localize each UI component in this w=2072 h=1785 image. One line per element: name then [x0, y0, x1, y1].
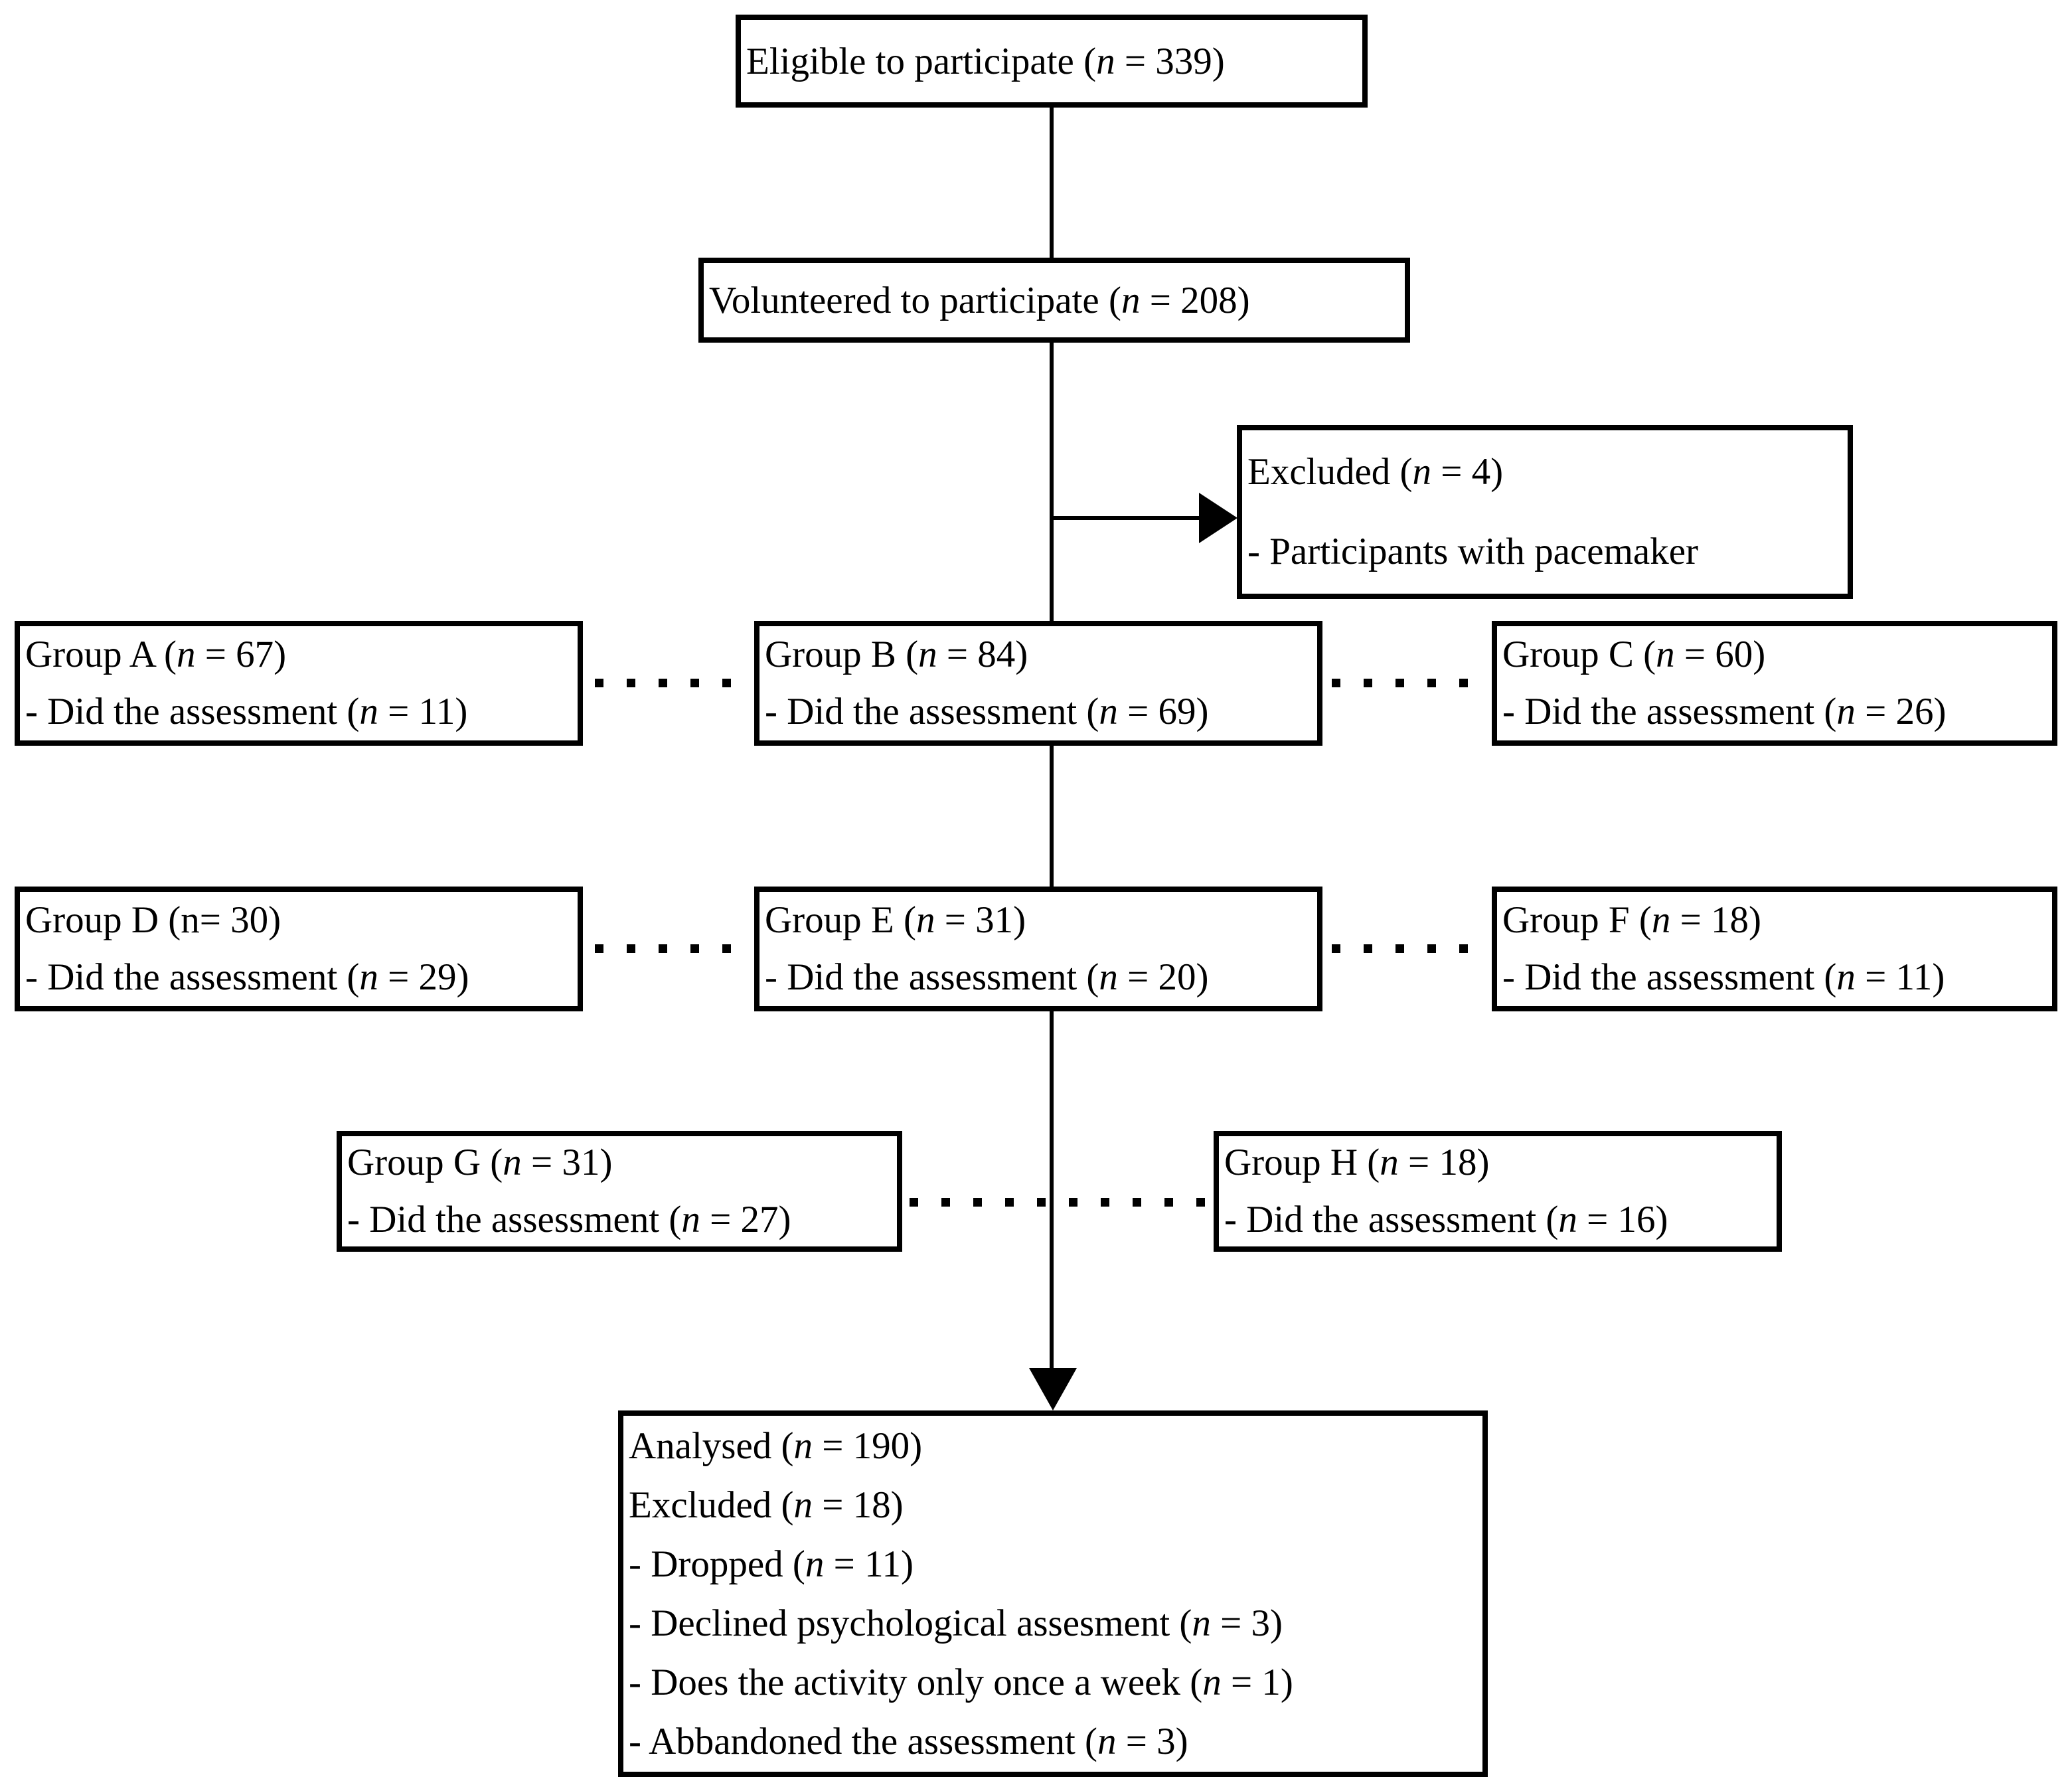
dotted-connector-g-h — [910, 1198, 1208, 1207]
text-line: - Did the assessment (n = 69) — [765, 691, 1209, 732]
text-line: - Does the activity only once a week (n … — [629, 1661, 1293, 1703]
text-line: - Did the assessment (n = 16) — [1224, 1199, 1668, 1240]
box-group-f: Group F (n = 18) - Did the assessment (n… — [1492, 887, 2057, 1011]
text-line: Excluded (n = 18) — [629, 1484, 904, 1526]
text-line: - Dropped (n = 11) — [629, 1543, 914, 1585]
text-line: Group F (n = 18) — [1502, 899, 1761, 941]
box-group-d: Group D (n= 30) - Did the assessment (n … — [15, 887, 583, 1011]
text-line: Analysed (n = 190) — [629, 1425, 923, 1467]
text-line: Group B (n = 84) — [765, 634, 1028, 675]
text-line: - Abbandoned the assessment (n = 3) — [629, 1721, 1188, 1762]
dotted-connector-d-e — [595, 944, 749, 953]
connector-eligible-volunteered — [1050, 106, 1054, 259]
text-line: Group H (n = 18) — [1224, 1142, 1490, 1183]
text-line: - Did the assessment (n = 11) — [25, 691, 468, 732]
text-line: Volunteered to participate (n = 208) — [709, 279, 1250, 321]
text-line: - Did the assessment (n = 20) — [765, 956, 1209, 998]
text-line: - Did the assessment (n = 29) — [25, 956, 469, 998]
connector-groupe-analysed — [1050, 1010, 1054, 1372]
dotted-connector-a-b — [595, 679, 749, 687]
box-group-c: Group C (n = 60) - Did the assessment (n… — [1492, 621, 2057, 746]
box-group-g: Group G (n = 31) - Did the assessment (n… — [337, 1131, 902, 1252]
text-line: Excluded (n = 4) — [1247, 451, 1504, 493]
box-eligible: Eligible to participate (n = 339) — [736, 15, 1368, 108]
connector-branch-excluded — [1052, 516, 1204, 520]
arrowhead-analysed-icon — [1029, 1368, 1077, 1410]
text-line: - Participants with pacemaker — [1247, 531, 1698, 572]
text-line: Group E (n = 31) — [765, 899, 1026, 941]
text-line: - Did the assessment (n = 26) — [1502, 691, 1947, 732]
connector-groupb-groupe — [1050, 744, 1054, 888]
arrowhead-excluded-icon — [1199, 493, 1237, 543]
text-line: Group A (n = 67) — [25, 634, 287, 675]
box-group-b: Group B (n = 84) - Did the assessment (n… — [754, 621, 1322, 746]
text-line: - Declined psychological assesment (n = … — [629, 1602, 1283, 1644]
box-group-a: Group A (n = 67) - Did the assessment (n… — [15, 621, 583, 746]
text-line: Group C (n = 60) — [1502, 634, 1766, 675]
dotted-connector-e-f — [1332, 944, 1486, 953]
box-group-e: Group E (n = 31) - Did the assessment (n… — [754, 887, 1322, 1011]
box-analysed: Analysed (n = 190) Excluded (n = 18) - D… — [618, 1410, 1488, 1777]
box-volunteered: Volunteered to participate (n = 208) — [698, 258, 1410, 343]
box-group-h: Group H (n = 18) - Did the assessment (n… — [1214, 1131, 1782, 1252]
dotted-connector-b-c — [1332, 679, 1486, 687]
text-line: Group D (n= 30) — [25, 899, 281, 941]
text-line: - Did the assessment (n = 11) — [1502, 956, 1945, 998]
text-line: Eligible to participate (n = 339) — [746, 40, 1225, 82]
text-line: - Did the assessment (n = 27) — [347, 1199, 791, 1240]
text-line: Group G (n = 31) — [347, 1142, 613, 1183]
connector-volunteered-groupb — [1050, 341, 1054, 622]
box-excluded: Excluded (n = 4) - Participants with pac… — [1237, 425, 1853, 599]
